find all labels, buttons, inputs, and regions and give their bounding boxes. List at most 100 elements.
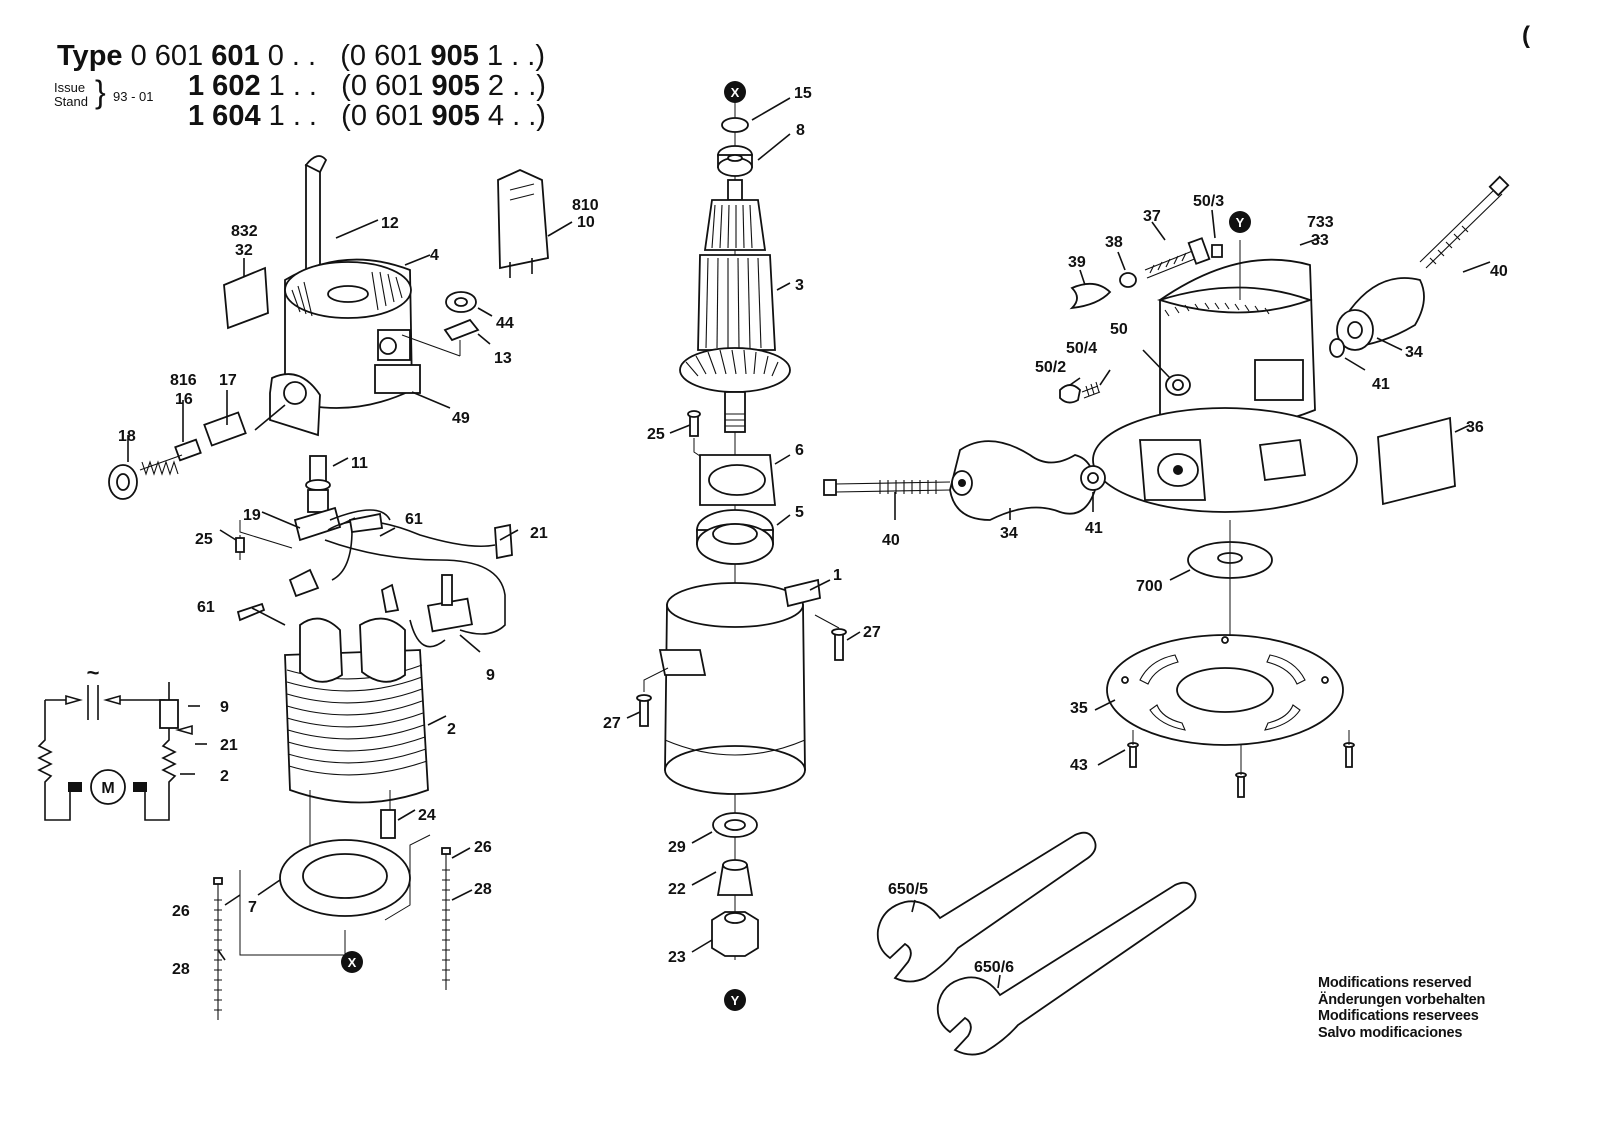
callout-28-left: 28 — [172, 961, 190, 978]
callout-28-right: 28 — [474, 881, 492, 898]
wrench-650-6 — [936, 881, 1197, 1056]
callout-18: 18 — [118, 428, 136, 445]
callout-50: 50 — [1110, 321, 1128, 338]
callout-34-left: 34 — [1000, 525, 1018, 542]
callout-1: 1 — [833, 567, 842, 584]
issue-value: 93 - 01 — [113, 89, 154, 104]
router-base — [823, 175, 1510, 798]
callout-24: 24 — [418, 807, 436, 824]
wiring-part — [236, 509, 519, 635]
callout-7: 7 — [248, 899, 257, 916]
callout-6: 6 — [795, 442, 804, 459]
toggle-switch-part — [409, 574, 481, 653]
callout-3: 3 — [795, 277, 804, 294]
wiring-schematic — [37, 682, 207, 821]
callout-27-left: 27 — [603, 715, 621, 732]
callout-34-right: 34 — [1405, 344, 1423, 361]
type-row-1: Type 0 601 601 0 . . (0 601 905 1 . .) — [57, 40, 545, 72]
base-plate-parts — [213, 809, 473, 1020]
notice-line-en: Modifications reserved — [1318, 975, 1472, 991]
callout-19: 19 — [243, 507, 261, 524]
callout-29: 29 — [668, 839, 686, 856]
callout-13: 13 — [494, 350, 512, 367]
callout-21-schematic: 21 — [220, 737, 238, 754]
callout-2-coil: 2 — [447, 721, 456, 738]
issue-brace: } — [95, 74, 106, 110]
callout-26-right: 26 — [474, 839, 492, 856]
callout-39: 39 — [1068, 254, 1086, 271]
callout-50-2: 50/2 — [1035, 359, 1066, 376]
callout-43: 43 — [1070, 757, 1088, 774]
callout-41-left: 41 — [1085, 520, 1103, 537]
switch-bracket-parts — [219, 455, 349, 560]
callout-9-switch: 9 — [486, 667, 495, 684]
callout-61-top: 61 — [405, 511, 423, 528]
callout-38: 38 — [1105, 234, 1123, 251]
callout-49: 49 — [452, 410, 470, 427]
notice-line-es: Salvo modificaciones — [1318, 1024, 1463, 1041]
callout-26-left: 26 — [172, 903, 190, 920]
callout-35: 35 — [1070, 700, 1088, 717]
svg-text:Y: Y — [1236, 215, 1245, 230]
callout-11: 11 — [351, 455, 368, 472]
motor-housing-part — [284, 254, 451, 409]
callout-36: 36 — [1466, 419, 1484, 436]
callout-10: 10 — [577, 214, 595, 231]
callout-50-3: 50/3 — [1193, 193, 1224, 210]
callout-4: 4 — [430, 247, 439, 264]
callout-9-schematic: 9 — [220, 699, 229, 716]
marker-y-top: Y — [1229, 211, 1251, 233]
svg-text:X: X — [731, 85, 740, 100]
callout-650-6: 650/6 — [974, 959, 1014, 976]
notice-line-fr: Modifications reservees — [1318, 1008, 1479, 1024]
callout-61-left: 61 — [197, 599, 215, 616]
callout-22: 22 — [668, 881, 686, 898]
armature-stack — [626, 97, 861, 960]
brush-parts — [108, 390, 286, 500]
callout-5: 5 — [795, 504, 804, 521]
callout-25-left: 25 — [195, 531, 213, 548]
callout-816: 816 — [170, 372, 197, 389]
svg-text:X: X — [348, 955, 357, 970]
callout-17: 17 — [219, 372, 237, 389]
marker-x-bottom: X — [341, 951, 363, 973]
callout-23: 23 — [668, 949, 686, 966]
callout-8: 8 — [796, 122, 805, 139]
field-coil-part — [284, 617, 447, 850]
callout-12: 12 — [381, 215, 399, 232]
motor-symbol: M — [101, 780, 114, 797]
callout-733: 733 — [1307, 214, 1334, 231]
callout-16: 16 — [175, 391, 193, 408]
corner-mark: ( — [1522, 22, 1530, 49]
callout-27-right: 27 — [863, 624, 881, 641]
wrench-650-5 — [876, 831, 1097, 983]
callout-labels: 15 8 3 25 6 5 1 27 27 29 22 23 832 32 12… — [118, 85, 1508, 978]
callout-700: 700 — [1136, 578, 1163, 595]
callout-50-4: 50/4 — [1066, 340, 1097, 357]
callout-2-schematic: 2 — [220, 768, 229, 785]
callout-33: 33 — [1311, 232, 1329, 249]
plug-part — [497, 169, 573, 278]
type-row-2: 1 602 1 . . (0 601 905 2 . .) — [188, 70, 546, 102]
callout-37: 37 — [1143, 208, 1161, 225]
callout-25-center: 25 — [647, 426, 665, 443]
callout-810: 810 — [572, 197, 599, 214]
modifications-notice: Modifications reserved Änderungen vorbeh… — [1318, 975, 1485, 1041]
svg-text:Y: Y — [731, 993, 740, 1008]
type-row-3: 1 604 1 . . (0 601 905 4 . .) — [188, 100, 546, 132]
notice-line-de: Änderungen vorbehalten — [1318, 991, 1486, 1008]
callout-32: 32 — [235, 242, 253, 259]
callout-650-5: 650/5 — [888, 881, 928, 898]
callout-40-left: 40 — [882, 532, 900, 549]
clamp-parts — [401, 291, 493, 357]
label-plate-part — [223, 266, 269, 330]
callout-41-right: 41 — [1372, 376, 1390, 393]
cord-part — [304, 155, 379, 291]
brush-boss-part — [269, 373, 321, 437]
callout-44: 44 — [496, 315, 514, 332]
callout-832: 832 — [231, 223, 258, 240]
callout-15: 15 — [794, 85, 812, 102]
